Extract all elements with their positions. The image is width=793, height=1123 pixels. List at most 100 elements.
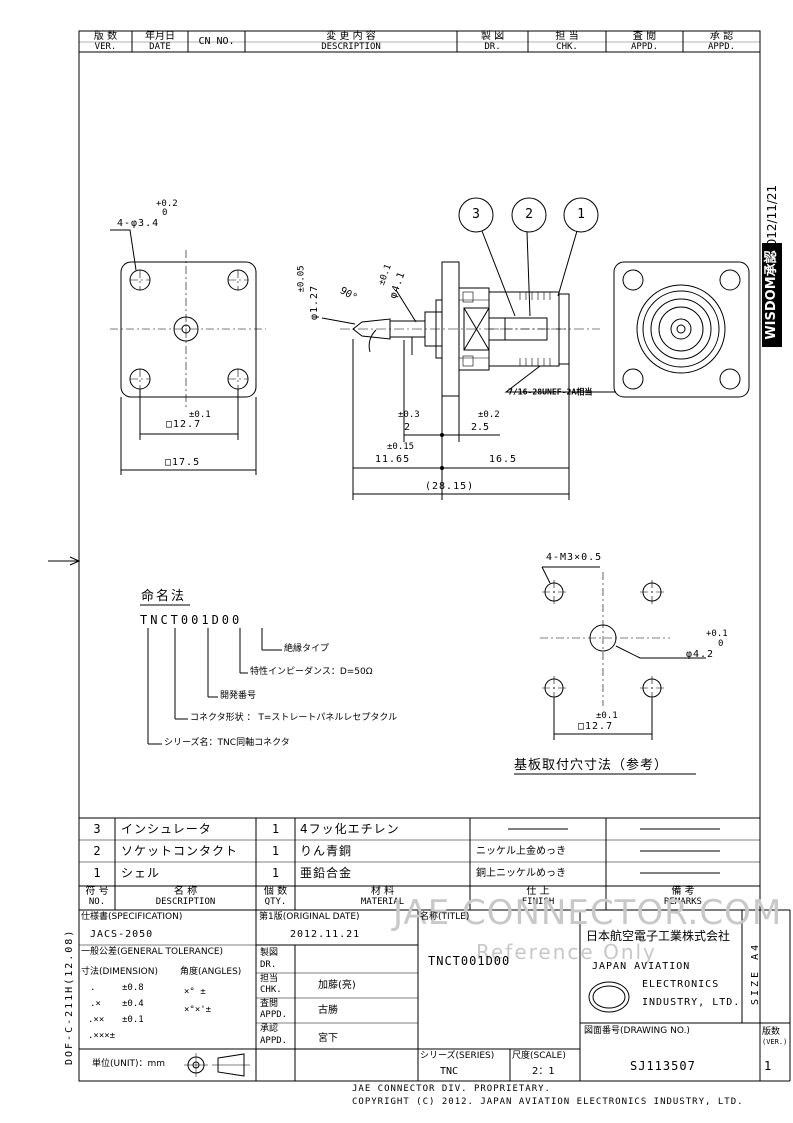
l4: 16.5 <box>489 454 518 465</box>
naming-insulation: 絶縁タイプ <box>284 644 330 654</box>
tol3b: ±0.1 <box>122 1015 144 1025</box>
rev-appd2: APPD. <box>707 42 736 52</box>
spec-label: 仕様書(SPECIFICATION) <box>81 912 183 922</box>
dr-label-jp: 製図 <box>260 948 279 958</box>
footer-proprietary: JAE CONNECTOR DIV. PROPRIETARY. <box>352 1084 551 1094</box>
approval-date: 2012/11/21 <box>765 184 779 254</box>
mount-hole: φ4.2 <box>686 649 715 660</box>
rev-chk: CHK. <box>556 42 578 52</box>
scale-value: 2：1 <box>532 1066 555 1077</box>
scale-label: 尺度(SCALE) <box>512 1051 566 1061</box>
ang2: ×°×'± <box>184 1005 212 1015</box>
mounting-holes-view <box>514 566 706 775</box>
part-2-material: りん青銅 <box>300 844 353 858</box>
series-label: シリーズ(SERIES) <box>420 1051 495 1061</box>
front-view <box>110 229 266 475</box>
naming-tree <box>140 604 282 745</box>
orig-date-label: 第1版(ORIGINAL DATE) <box>259 912 360 922</box>
ph-mat: MATERIAL <box>360 897 405 907</box>
rev-cn-no: CN NO. <box>198 36 235 47</box>
rev-desc-jp: 変 更 内 容 <box>326 31 376 42</box>
part-2-finish: ニッケル上金めっき <box>476 846 566 857</box>
part-2-qty: 1 <box>271 844 280 858</box>
company-en3: INDUSTRY, LTD. <box>642 997 741 1008</box>
parts-table-lines <box>79 817 760 911</box>
tol2a: .× <box>90 999 101 1009</box>
ph-no-jp: 符 号 <box>85 886 109 897</box>
rear-view <box>613 261 750 398</box>
naming-title: 命名法 <box>141 589 187 604</box>
l1: 2 <box>404 422 411 433</box>
balloon-1-label: 1 <box>577 207 585 222</box>
drawing-no: SJ113507 <box>630 1059 696 1073</box>
l1-tol: ±0.3 <box>398 410 420 420</box>
thread-spec: 7/16-28UNEF-2A相当 <box>508 388 593 398</box>
sq1-tol: ±0.1 <box>189 410 211 420</box>
dr-label: DR. <box>260 960 277 970</box>
unit: 単位(UNIT)：mm <box>92 1059 166 1069</box>
naming-dev-no: 開発番号 <box>220 691 257 701</box>
tol2b: ±0.4 <box>122 999 144 1009</box>
ph-mat-jp: 材 料 <box>370 886 395 897</box>
balloon-1 <box>563 197 599 233</box>
balloon-2-label: 2 <box>525 207 533 222</box>
series-value: TNC <box>440 1066 459 1077</box>
side-view <box>321 197 616 500</box>
naming-shape: コネクタ形状 ： T=ストレートパネルレセプタクル <box>190 713 398 723</box>
balloon-3-label: 3 <box>472 207 480 222</box>
part-3-material: 4フッ化エチレン <box>300 822 400 836</box>
appd2-label-jp: 承認 <box>260 1024 279 1034</box>
tol-label: 一般公差(GENERAL TOLERANCE) <box>81 947 224 957</box>
rev-ver: VER. <box>94 42 117 52</box>
balloon-2 <box>511 197 547 233</box>
rev-date: DATE <box>149 42 171 52</box>
naming-code: TNCT001D00 <box>140 613 243 627</box>
part-1-material: 亜鉛合金 <box>300 866 353 880</box>
part-3-desc: インシュレータ <box>121 822 212 836</box>
l3: 11.65 <box>375 454 411 465</box>
sq2: □17.5 <box>165 457 201 468</box>
chk-name: 加藤(亮) <box>318 980 356 991</box>
tol1b: ±0.8 <box>122 983 144 993</box>
part-1-qty: 1 <box>271 866 280 880</box>
ph-fin-jp: 仕 上 <box>526 886 550 897</box>
sq1: □12.7 <box>166 419 202 430</box>
dim-label: 寸法(DIMENSION) <box>81 967 158 977</box>
watermark-main: JAE CONNECTOR.COM <box>393 893 783 933</box>
spec-value: JACS-2050 <box>90 929 154 940</box>
ph-rem-jp: 備 考 <box>671 886 695 897</box>
mount-title: 基板取付穴寸法（参考） <box>514 758 669 773</box>
part-1-desc: シェル <box>121 866 161 880</box>
naming-impedance: 特性インピーダンス：D=50Ω <box>250 667 373 677</box>
hole-spec: 4-φ3.4 <box>117 218 160 229</box>
part-2-no: 2 <box>93 844 101 858</box>
l2-tol: ±0.2 <box>478 410 500 420</box>
rev-appd2-jp: 承 認 <box>709 31 734 42</box>
sheet-frame <box>78 30 761 1082</box>
rev-dr: DR. <box>484 42 501 52</box>
ph-qty-jp: 個 数 <box>263 886 288 897</box>
chk-label: CHK. <box>260 985 282 995</box>
balloon-3 <box>458 197 494 233</box>
part-1-finish: 銅上ニッケルめっき <box>476 868 566 879</box>
approval-stamp: WISDOM承認 <box>762 243 782 347</box>
rev-appd1: APPD. <box>630 42 659 52</box>
appd2-label: APPD. <box>260 1036 288 1046</box>
ph-desc: DESCRIPTION <box>155 897 216 907</box>
drawing-no-label: 図面番号(DRAWING NO.) <box>584 1026 690 1036</box>
naming-series: シリーズ名：TNC同軸コネクタ <box>164 738 290 748</box>
mount-hole-tol: +0.1 <box>706 629 728 639</box>
mount-sq: □12.7 <box>578 721 614 732</box>
rev-dr-jp: 製 図 <box>480 31 505 42</box>
title-label: 名称(TITLE) <box>420 912 470 922</box>
mount-screw: 4-M3×0.5 <box>546 552 603 563</box>
mount-sq-tol: ±0.1 <box>596 711 618 721</box>
drawing-title: TNCT001D00 <box>428 954 511 968</box>
mount-hole-tol2: 0 <box>718 639 724 649</box>
chk-label-jp: 担当 <box>260 974 279 984</box>
ph-desc-jp: 名 称 <box>173 886 198 897</box>
orig-date: 2012.11.21 <box>290 929 361 940</box>
company-jp: 日本航空電子工業株式会社 <box>586 929 731 943</box>
d1: φ1.27 <box>309 284 320 320</box>
footer-copyright: COPYRIGHT (C) 2012. JAPAN AVIATION ELECT… <box>352 1097 744 1107</box>
